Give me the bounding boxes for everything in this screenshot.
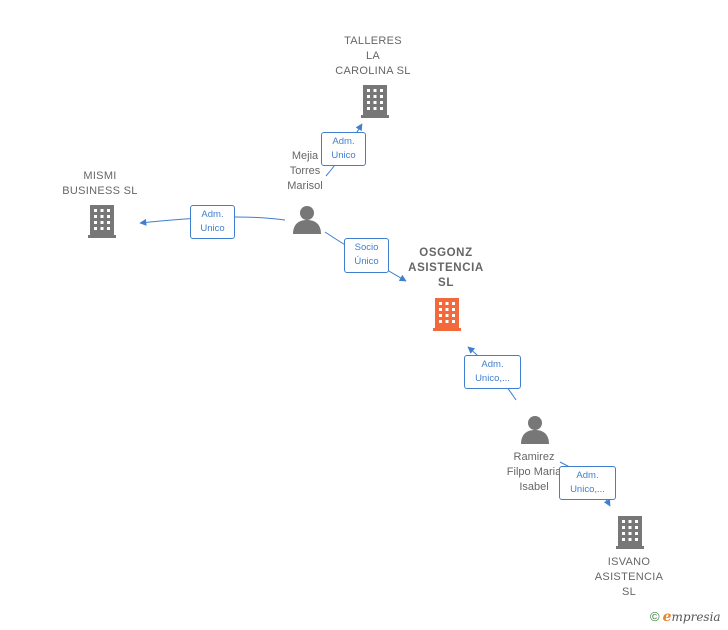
empresia-watermark: ©empresia [650,609,721,625]
person-icon[interactable] [520,414,550,444]
edge-label-line: Adm. [201,209,224,220]
building-icon[interactable] [359,83,391,119]
node-label-line: MISMI [83,170,117,182]
edge-label-mejia-mismi[interactable]: Adm. Unico [190,205,235,239]
empresia-logo-e: e [662,609,672,625]
edge-label-mejia-osgonz[interactable]: Socio Único [344,238,389,273]
node-label-line: Marisol [287,180,323,192]
building-icon[interactable] [86,203,118,239]
node-label-line: ISVANO [607,556,651,568]
person-icon[interactable] [292,204,322,234]
node-label-line: CAROLINA SL [335,65,411,77]
empresia-logo-text: mpresia [671,610,721,624]
node-label-osgonz-asistencia: OSGONZ ASISTENCIA SL [400,246,492,291]
node-label-line: Torres [289,165,321,177]
edge-label-line: Adm. [332,136,355,147]
node-label-talleres-la-carolina: TALLERES LA CAROLINA SL [328,34,418,79]
edge-label-ramirez-osgonz[interactable]: Adm. Unico,... [464,355,521,389]
node-label-line: Ramirez [513,451,555,463]
edge-label-line: Unico,... [475,373,510,384]
node-label-line: SL [621,586,637,598]
edge-label-line: Único [354,256,379,267]
node-label-mismi-business: MISMI BUSINESS SL [55,169,145,199]
edge-label-line: Adm. [481,359,504,370]
node-label-line: Mejia [291,150,319,162]
edge-label-line: Unico,... [570,484,605,495]
node-label-line: Isabel [519,481,549,493]
edge-label-line: Adm. [576,470,599,481]
edge-label-ramirez-isvano[interactable]: Adm. Unico,... [559,466,616,500]
building-icon[interactable] [614,514,646,550]
edge-label-mejia-talleres[interactable]: Adm. Unico [321,132,366,166]
node-label-line: Filpo Maria [506,466,562,478]
edge-label-line: Unico [331,150,356,161]
edge-label-line: Socio [354,242,379,253]
node-label-line: SL [438,277,454,289]
node-label-isvano-asistencia: ISVANO ASISTENCIA SL [583,555,675,600]
edge-label-line: Unico [200,223,225,234]
node-label-line: OSGONZ [419,247,473,259]
node-label-line: BUSINESS SL [62,185,138,197]
node-label-mejia-torres-marisol: Mejia Torres Marisol [270,149,340,194]
node-label-ramirez-filpo-maria-isabel: Ramirez Filpo Maria Isabel [492,450,576,495]
building-main-icon[interactable] [431,296,463,332]
node-label-line: LA [365,50,381,62]
copyright-symbol: © [650,609,660,624]
node-label-line: ASISTENCIA [594,571,664,583]
node-label-line: ASISTENCIA [408,262,484,274]
node-label-line: TALLERES [344,35,402,47]
